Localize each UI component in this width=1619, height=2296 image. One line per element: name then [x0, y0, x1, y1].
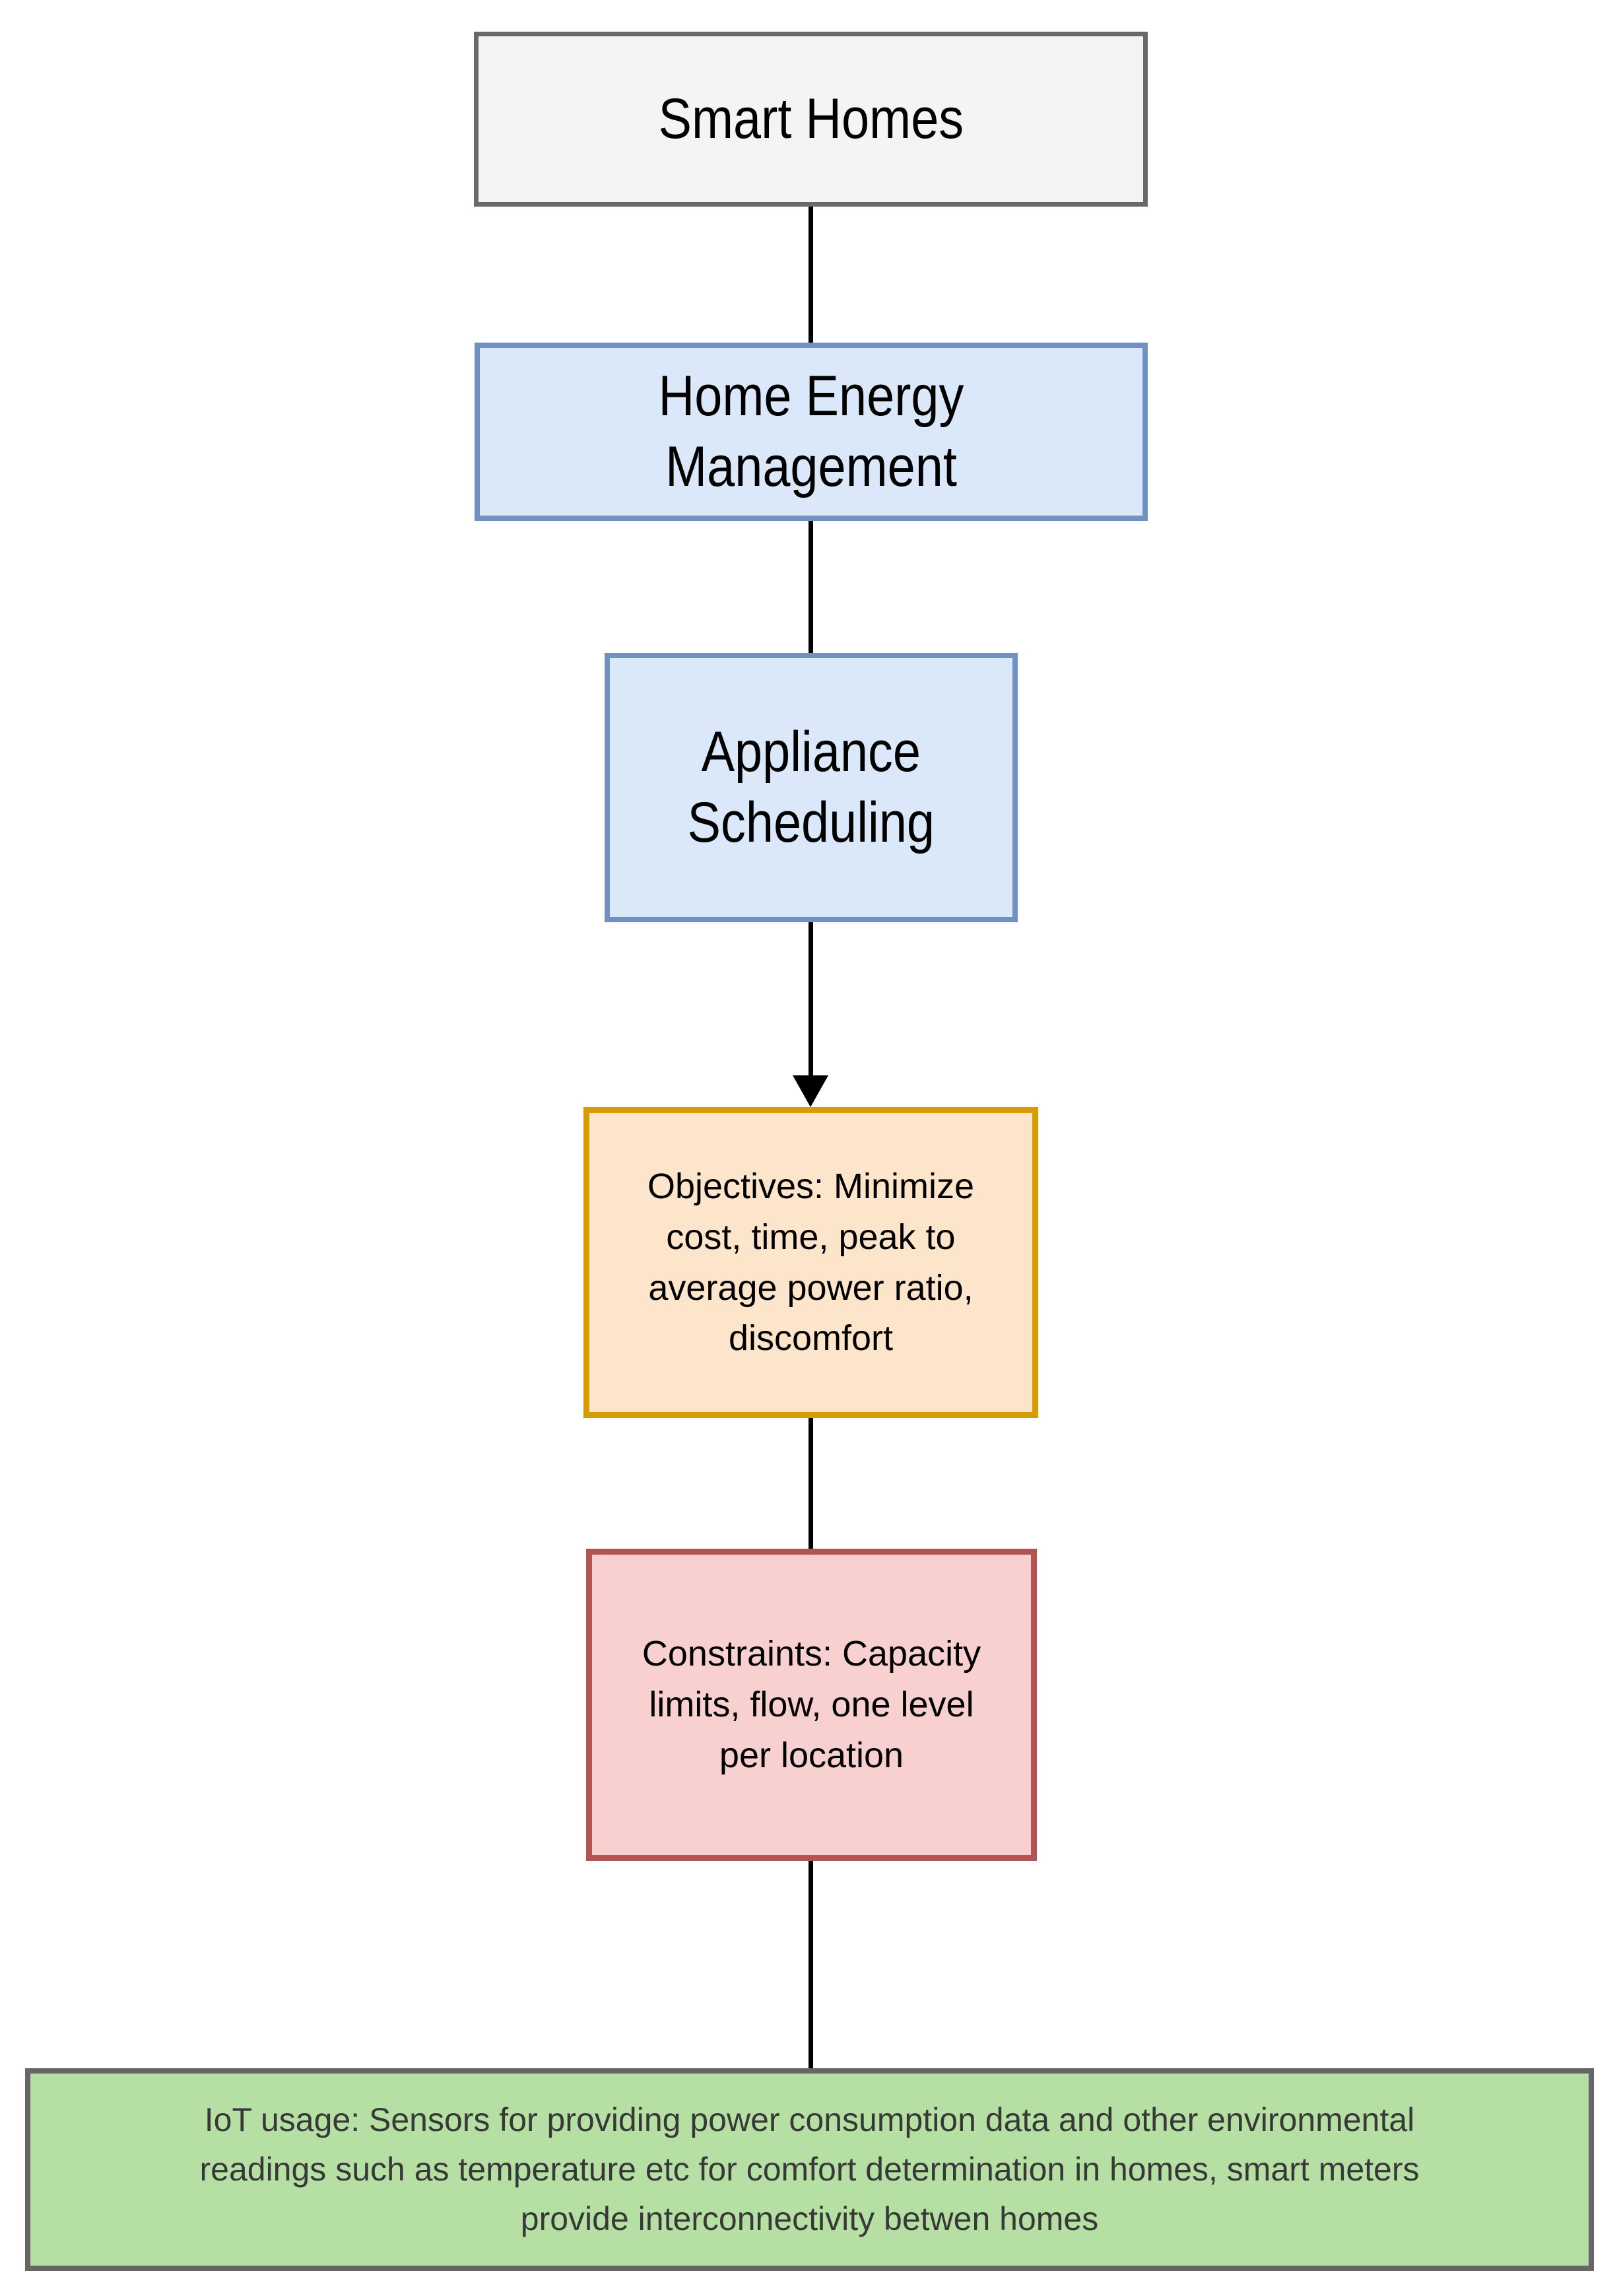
node-smart-homes: Smart Homes [474, 32, 1148, 207]
connector-constraints-to-iot-usage [809, 1861, 813, 2068]
node-iot-usage: IoT usage: Sensors for providing power c… [25, 2068, 1594, 2271]
node-constraints-label: Constraints: Capacity limits, flow, one … [642, 1634, 981, 1775]
connector-smart-homes-to-home-energy-management [809, 207, 813, 343]
node-appliance-scheduling: Appliance Scheduling [605, 653, 1018, 922]
down-arrowhead-icon [793, 1075, 828, 1107]
node-objectives-label: Objectives: Minimize cost, time, peak to… [647, 1166, 975, 1359]
connector-objectives-to-constraints [809, 1418, 813, 1549]
node-home-energy-management: Home Energy Management [475, 343, 1148, 521]
node-smart-homes-label: Smart Homes [658, 86, 964, 151]
connector-appliance-scheduling-to-objectives [809, 922, 813, 1075]
connector-home-energy-management-to-appliance-scheduling [809, 521, 813, 653]
node-home-energy-management-label: Home Energy Management [658, 364, 964, 499]
node-constraints: Constraints: Capacity limits, flow, one … [586, 1549, 1037, 1861]
node-iot-usage-label: IoT usage: Sensors for providing power c… [199, 2101, 1420, 2237]
node-appliance-scheduling-label: Appliance Scheduling [687, 720, 935, 855]
node-objectives: Objectives: Minimize cost, time, peak to… [583, 1107, 1038, 1418]
